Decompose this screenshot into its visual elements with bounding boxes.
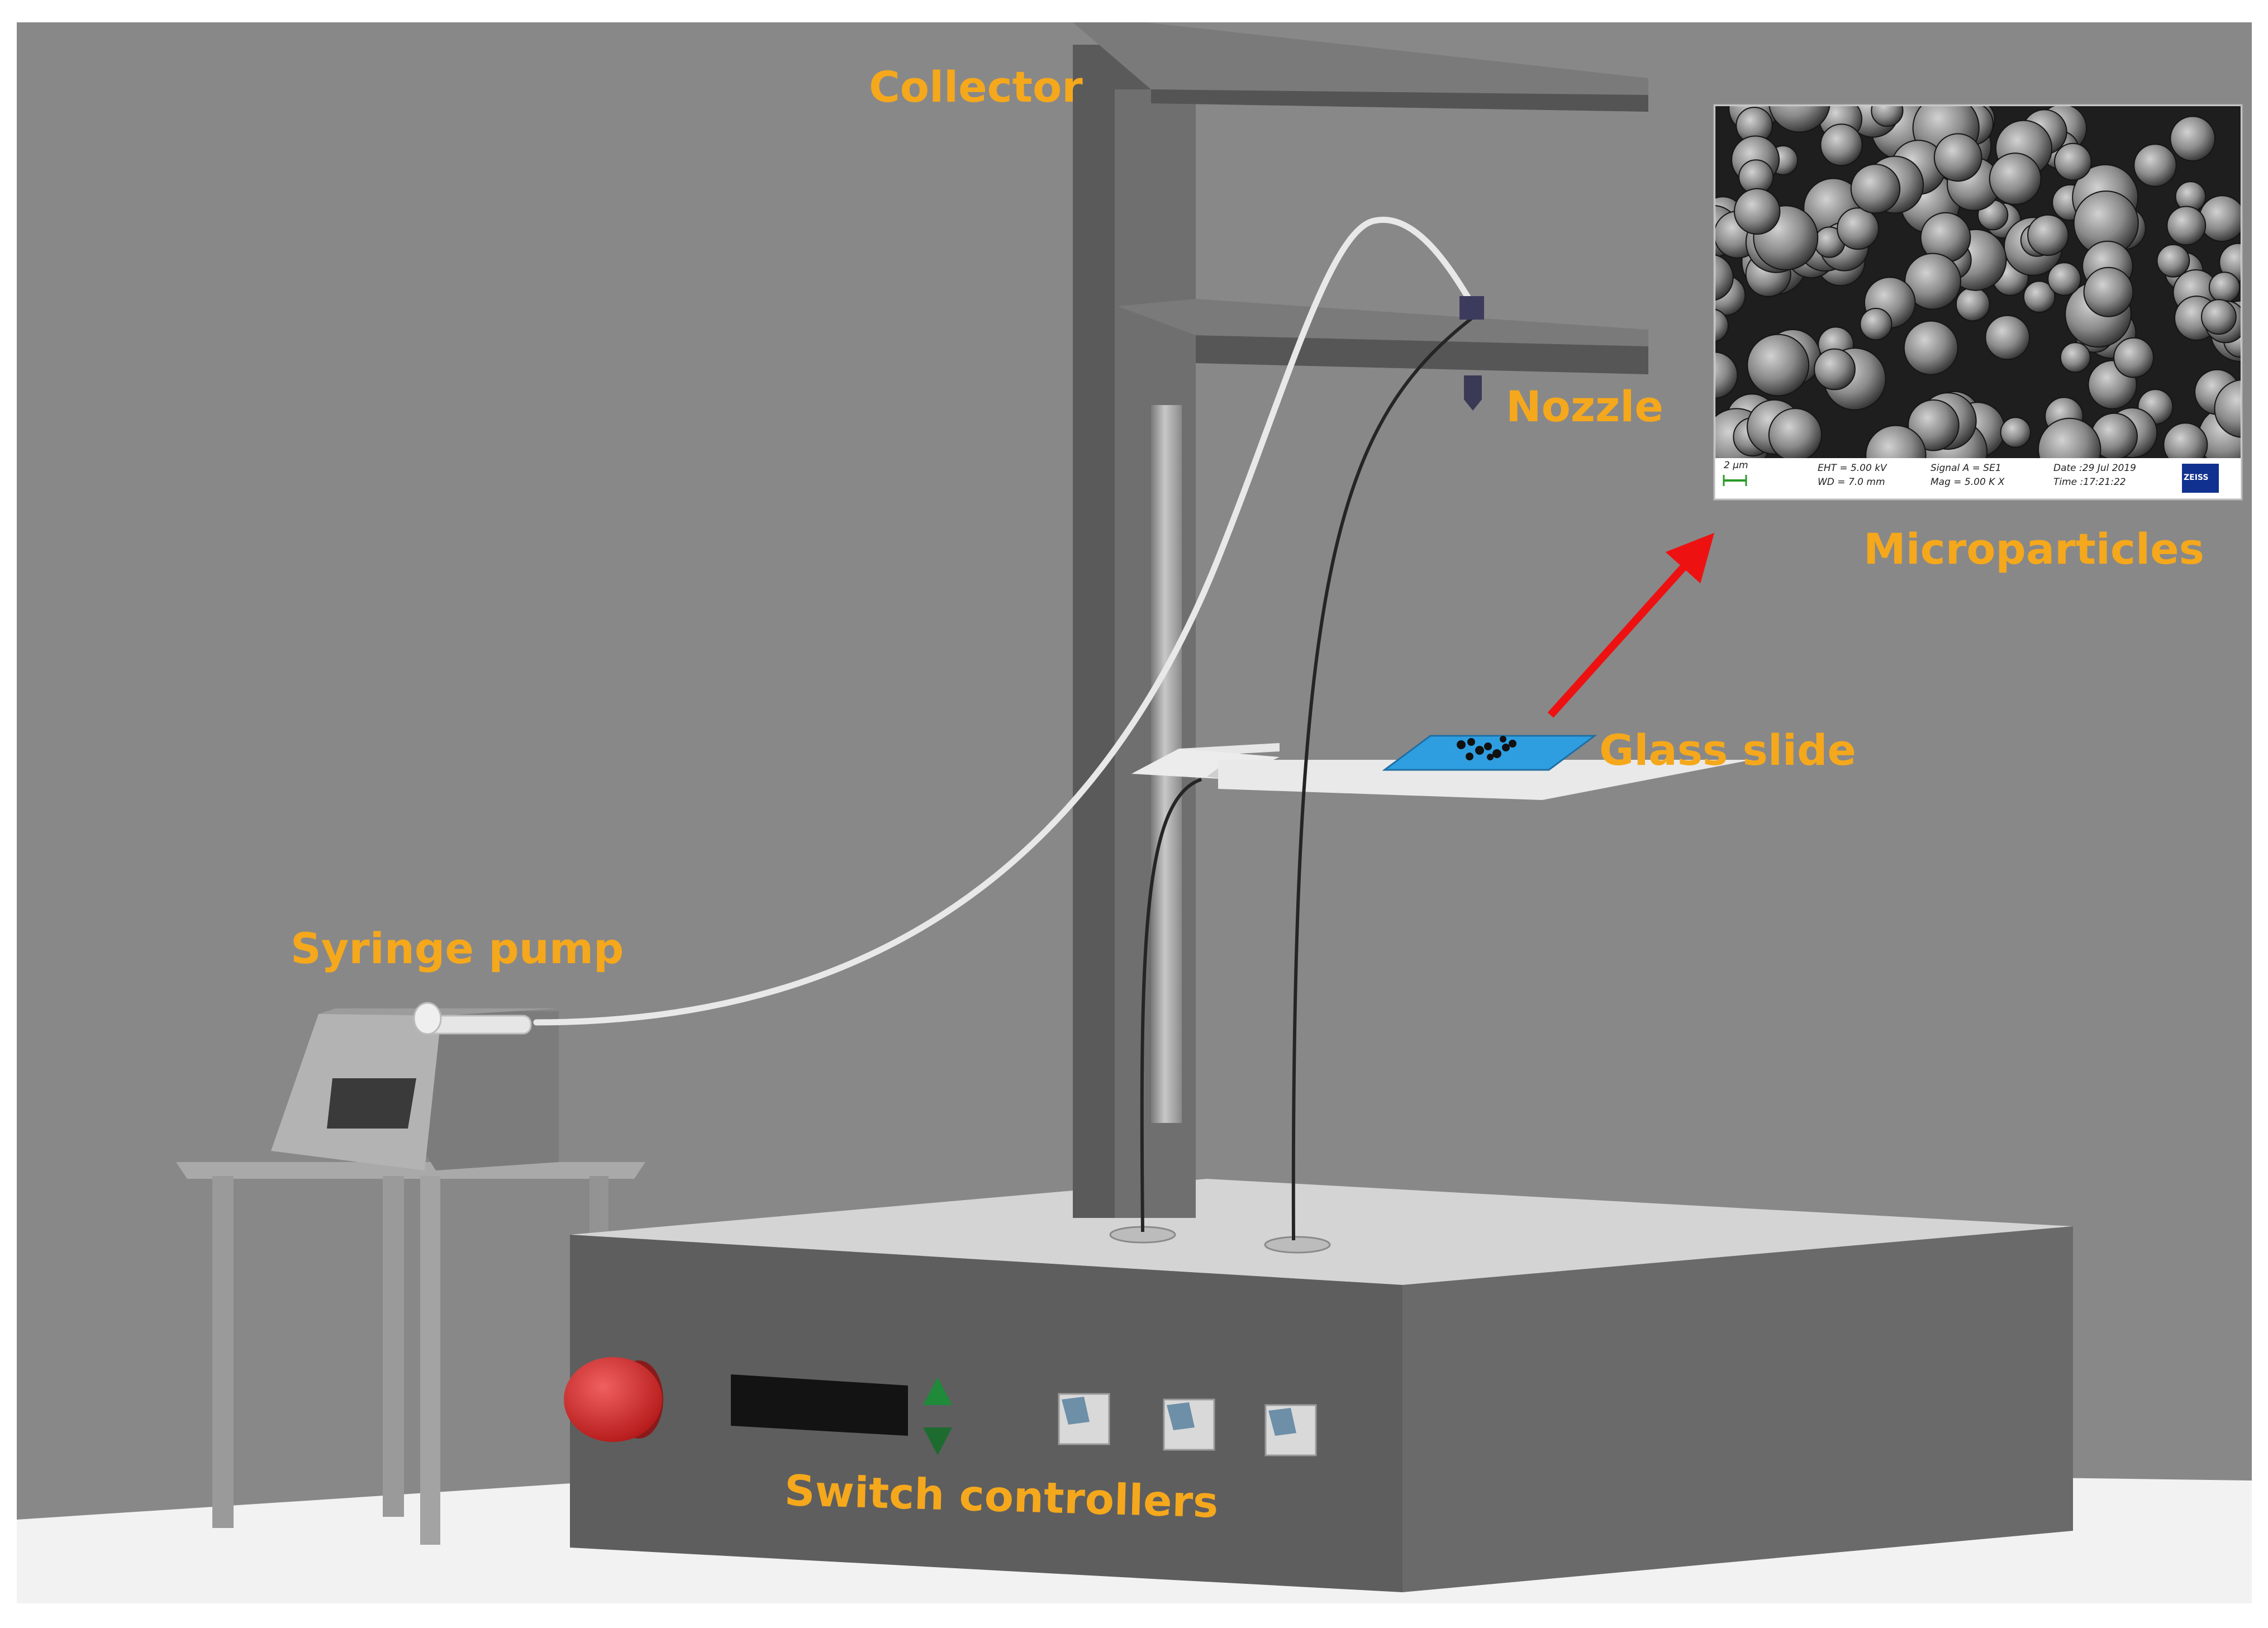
sem-particle	[2166, 206, 2207, 246]
sem-particle	[1715, 254, 1734, 301]
sem-particle	[1933, 133, 1982, 182]
sem-eht-label: EHT = 5.00 kV	[1818, 463, 1887, 474]
zeiss-logo-text: ZEISS	[2184, 473, 2209, 482]
syringe-plunger	[413, 1002, 442, 1035]
sem-particle	[2214, 379, 2241, 438]
sem-particle	[2113, 337, 2155, 378]
syringe-pump	[271, 1002, 559, 1170]
switch-button-2	[1163, 1398, 1215, 1451]
switch-button-1	[1058, 1393, 1110, 1445]
sem-particle	[2083, 266, 2134, 317]
sem-particle	[1985, 315, 2030, 360]
pump-table	[176, 1162, 645, 1545]
sem-particle	[1715, 351, 1738, 399]
sem-mag-label: Mag = 5.00 K X	[1931, 477, 2005, 488]
sem-particle	[2201, 299, 2237, 335]
sem-particle	[2027, 214, 2069, 256]
sem-particle	[1865, 425, 1927, 458]
sem-particle	[1820, 123, 1863, 166]
emergency-stop-button	[564, 1357, 663, 1442]
zeiss-logo	[2182, 464, 2219, 493]
sem-particle-cluster	[1715, 106, 2241, 458]
down-arrow-icon	[923, 1427, 952, 1455]
sem-particle	[1908, 399, 1960, 451]
sem-particle	[1989, 153, 2042, 205]
sem-particle	[2208, 272, 2241, 303]
particle-dots	[1457, 736, 1516, 760]
sem-particle	[1734, 188, 1781, 235]
sem-particle	[1837, 207, 1880, 250]
sem-particle	[1850, 164, 1901, 214]
sem-particle	[1955, 287, 1990, 322]
hv-wire-nozzle	[1291, 314, 1476, 1241]
sem-particle	[1768, 106, 1830, 133]
platform	[1131, 735, 1752, 800]
nozzle-holder	[1459, 296, 1484, 320]
sem-particle	[1814, 348, 1856, 391]
hv-wire-platform	[1140, 778, 1202, 1232]
sem-scale-label: 2 μm	[1724, 460, 1748, 471]
ground-foot-right	[1264, 1236, 1331, 1254]
label-switch-controllers: Switch controllers	[783, 1465, 1219, 1527]
control-box	[570, 1179, 2073, 1592]
up-arrow-icon	[923, 1377, 952, 1405]
sem-micrograph	[1713, 104, 2243, 501]
sem-particle	[1860, 308, 1893, 341]
feed-tube	[533, 216, 1474, 1026]
nozzle-tip	[1464, 375, 1482, 411]
sem-wd-label: WD = 7.0 mm	[1818, 477, 1885, 488]
sem-particle	[1904, 253, 1962, 310]
collector-arm	[1073, 22, 1648, 112]
sem-particle	[1768, 408, 1822, 458]
label-microparticles: Microparticles	[1863, 524, 2204, 574]
sem-date-label: Date :29 Jul 2019	[2053, 463, 2136, 474]
sem-particle	[1871, 106, 1904, 127]
label-syringe-pump: Syringe pump	[291, 924, 624, 973]
sem-particle	[1903, 320, 1958, 375]
sem-particle	[2023, 280, 2056, 313]
led-display	[731, 1374, 908, 1436]
label-glass-slide: Glass slide	[1599, 725, 1856, 775]
sem-particle	[1747, 334, 1810, 397]
nozzle-arm	[1118, 299, 1648, 374]
sem-particle	[1715, 308, 1729, 342]
glass-slide-shape	[1382, 735, 1597, 771]
sem-particle	[2163, 422, 2208, 458]
sem-time-label: Time :17:21:22	[2053, 477, 2126, 488]
sem-particle	[2156, 244, 2190, 278]
label-collector: Collector	[869, 62, 1083, 112]
sem-particle	[2000, 417, 2032, 448]
sem-info-bar	[1715, 458, 2241, 498]
sem-particle	[2060, 342, 2091, 373]
pump-display	[327, 1078, 416, 1129]
sem-particle	[2047, 262, 2081, 296]
sem-signal-label: Signal A = SE1	[1931, 463, 2001, 474]
sem-particle	[2038, 417, 2101, 458]
sem-particle	[2170, 116, 2215, 161]
switch-button-3	[1264, 1404, 1317, 1456]
sem-particle	[2054, 142, 2092, 181]
sem-particle	[2133, 144, 2177, 187]
label-nozzle: Nozzle	[1506, 382, 1663, 431]
red-arrow	[1547, 532, 1715, 718]
sem-particle	[2199, 195, 2241, 242]
